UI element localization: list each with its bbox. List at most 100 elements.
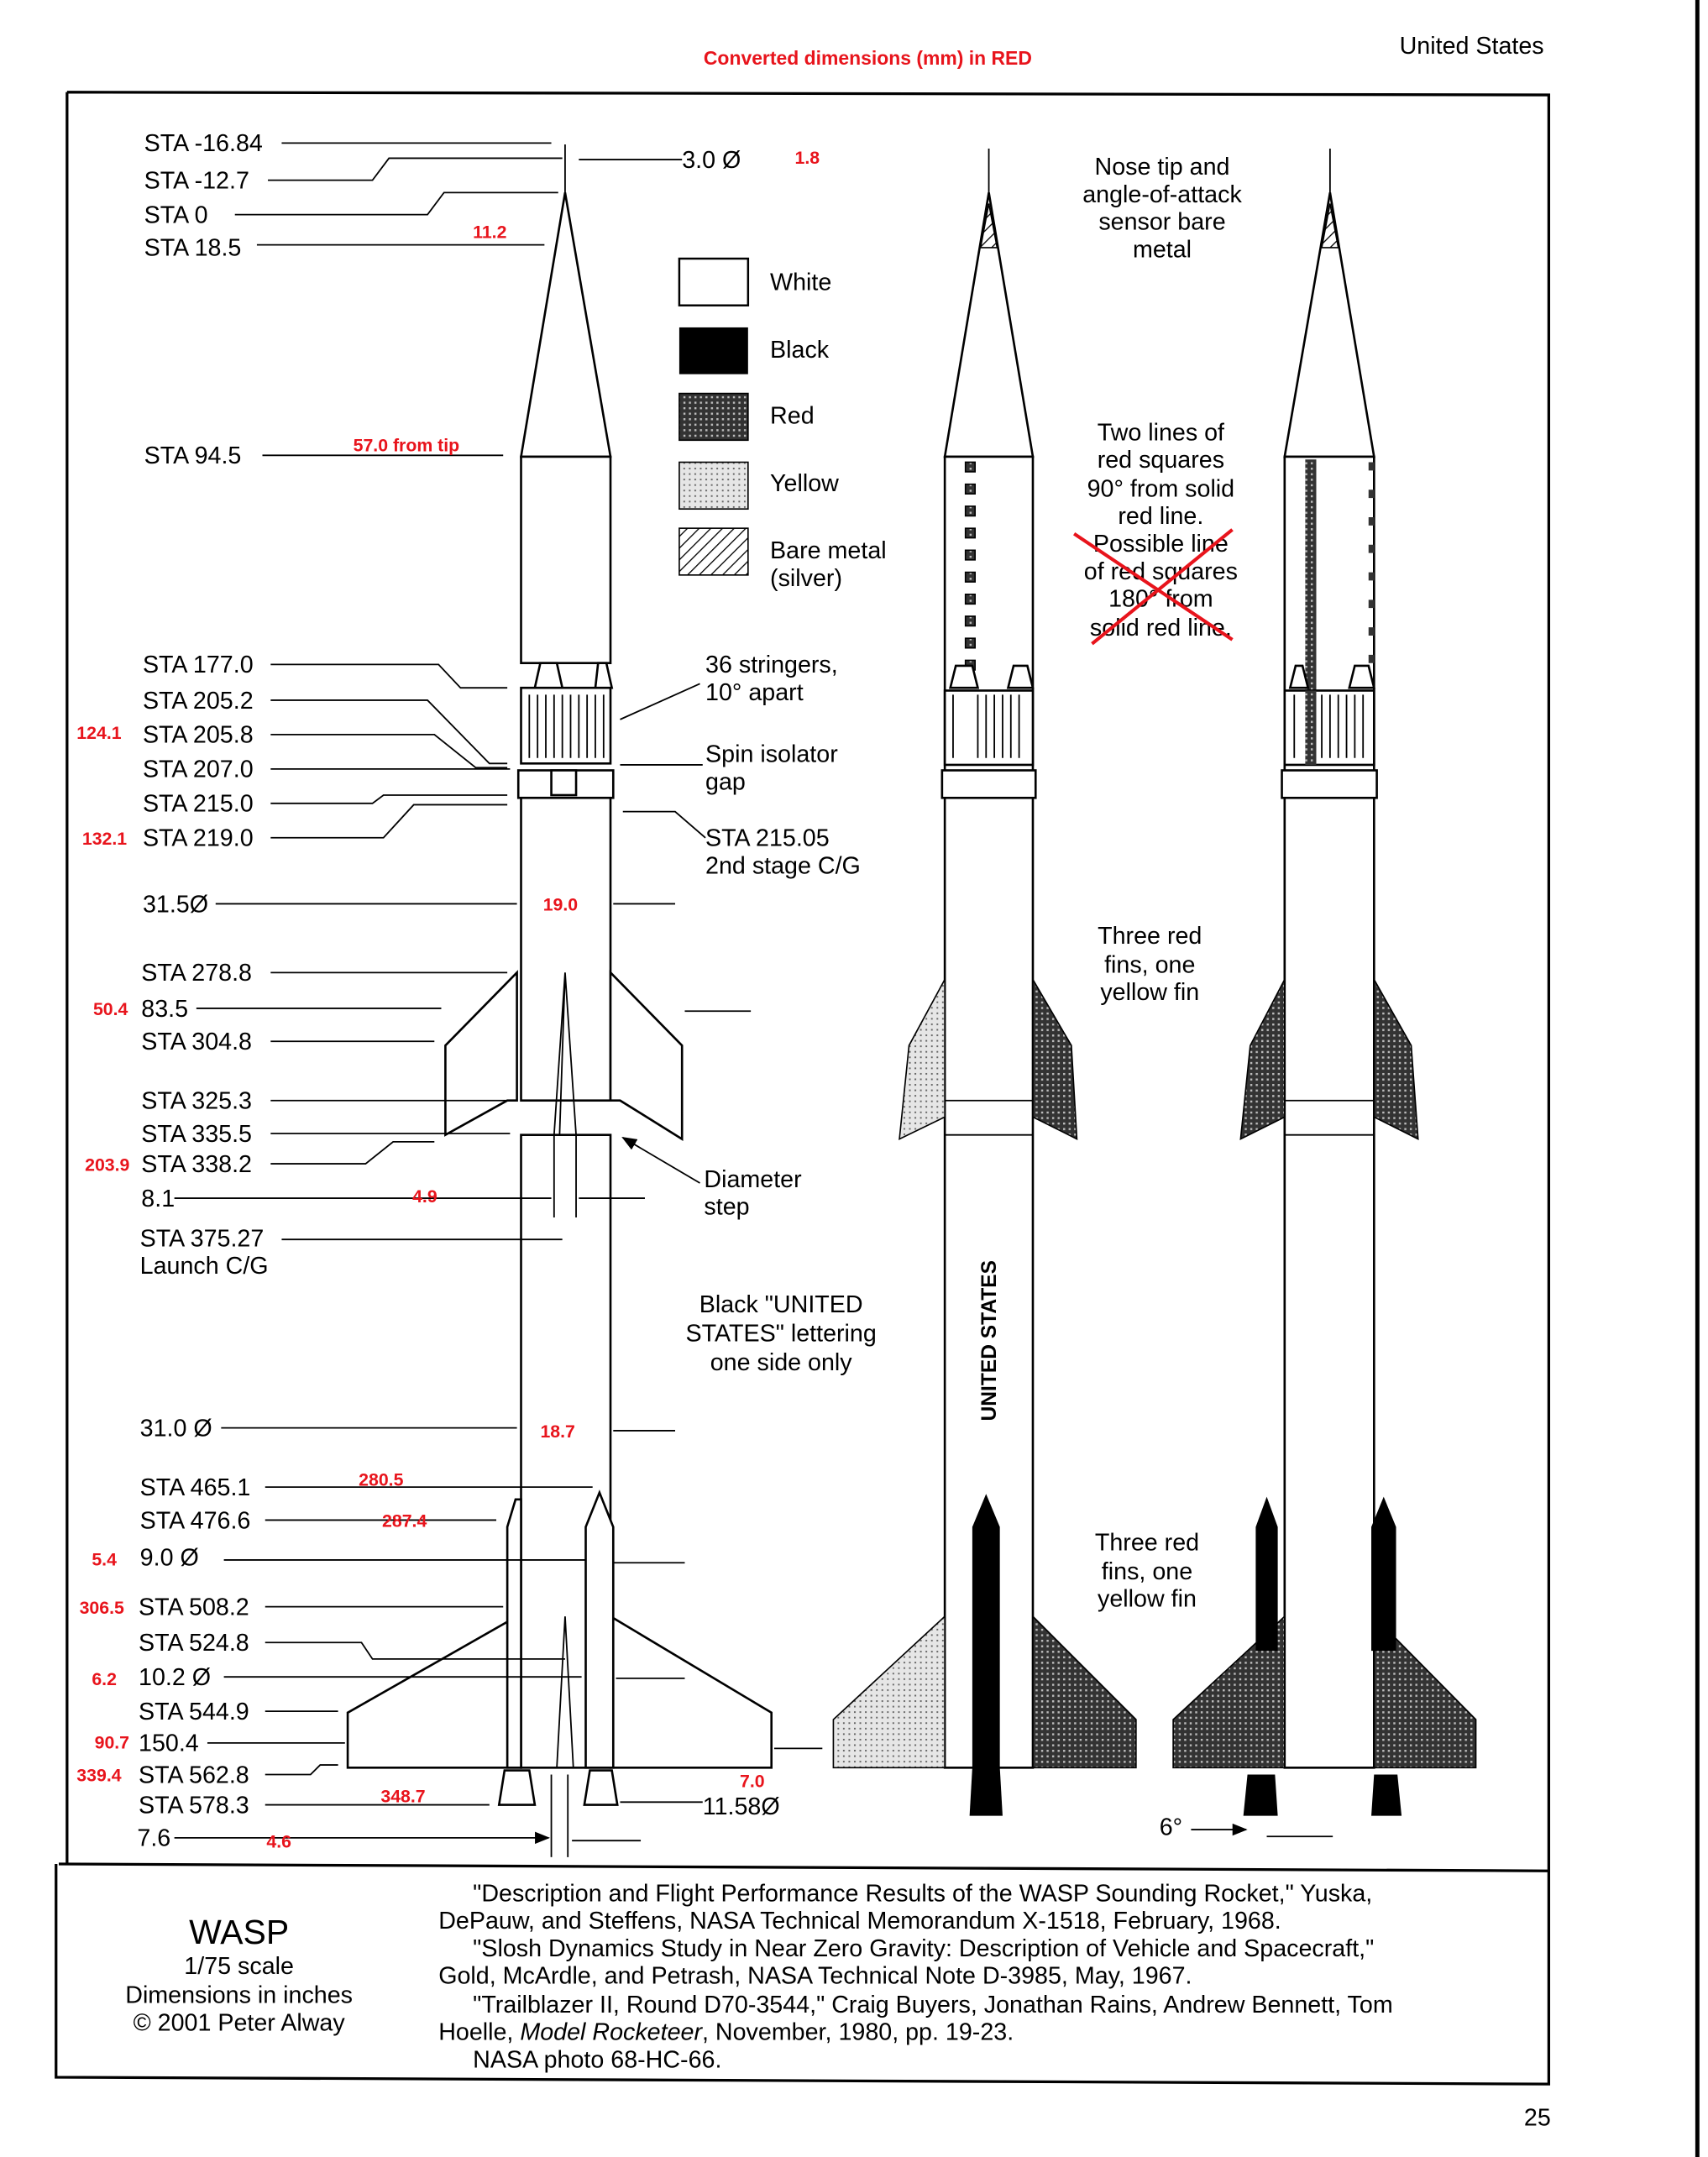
footer-block: WASP 1/75 scale Dimensions in inches © 2… xyxy=(125,1880,1551,2131)
dimensioned-rocket xyxy=(346,144,773,1857)
red-squares-note: red line. xyxy=(1118,503,1203,530)
legend-label: Black xyxy=(770,337,830,364)
diameter-label: 31.0 Ø xyxy=(140,1415,212,1442)
mm-label: 124.1 xyxy=(76,723,121,743)
country-heading: United States xyxy=(1400,33,1544,60)
station-label: STA 524.8 xyxy=(139,1630,249,1657)
mm-label: 50.4 xyxy=(93,999,128,1019)
legend-label: Red xyxy=(770,403,815,430)
spin-isolator-note: gap xyxy=(705,768,746,795)
stringers-note: 36 stringers, xyxy=(705,652,838,678)
reference-line: DePauw, and Steffens, NASA Technical Mem… xyxy=(438,1908,1281,1934)
legend-swatch-white xyxy=(678,257,750,306)
station-label: STA 18.5 xyxy=(144,235,242,262)
spin-isolator-note: Spin isolator xyxy=(705,741,838,768)
station-label: STA 205.8 xyxy=(143,722,254,749)
reference-line: NASA photo 68-HC-66. xyxy=(473,2047,721,2074)
second-stage-cg-note: 2nd stage C/G xyxy=(705,852,861,879)
rocket-title: WASP xyxy=(189,1913,289,1951)
diameter-label: 9.0 Ø xyxy=(140,1544,199,1571)
legend-label: Bare metal xyxy=(770,537,887,564)
mm-label: 5.4 xyxy=(92,1549,117,1569)
station-label: STA 508.2 xyxy=(139,1594,249,1620)
lower-fins-note: yellow fin xyxy=(1098,1586,1197,1613)
station-label: STA 562.8 xyxy=(139,1762,249,1788)
legend-swatch-yellow xyxy=(678,461,749,510)
legend-swatch-bare-metal xyxy=(678,527,749,576)
station-label: Launch C/G xyxy=(140,1253,269,1280)
mm-label: 1.8 xyxy=(795,148,820,168)
station-labels: STA -16.84 STA -12.7 STA 0 STA 18.5 STA … xyxy=(137,130,269,1852)
legend-label: White xyxy=(770,270,831,296)
mm-label: 90.7 xyxy=(95,1732,129,1752)
mm-label: 203.9 xyxy=(85,1154,129,1175)
mm-label: 132.1 xyxy=(82,829,127,849)
station-label: STA 335.5 xyxy=(141,1121,252,1148)
station-label: STA 544.9 xyxy=(139,1699,249,1725)
mm-label: 6.2 xyxy=(92,1669,117,1689)
mm-label: 18.7 xyxy=(540,1421,574,1442)
stringers xyxy=(528,694,605,758)
legend-label: Yellow xyxy=(770,470,839,497)
station-label: STA 219.0 xyxy=(143,825,254,852)
reference-line: Gold, McArdle, and Petrash, NASA Technic… xyxy=(438,1963,1192,1990)
station-label: STA 215.0 xyxy=(143,791,254,818)
mm-label: 280.5 xyxy=(359,1469,403,1489)
color-view-rocket-side xyxy=(1172,148,1477,1816)
legend-label: (silver) xyxy=(770,565,842,592)
legend-swatch-black xyxy=(678,327,748,374)
converted-dimensions-note: Converted dimensions (mm) in RED xyxy=(704,47,1032,69)
station-label: STA 207.0 xyxy=(143,757,254,783)
page-number: 25 xyxy=(1524,2104,1551,2131)
units-note: Dimensions in inches xyxy=(125,1982,353,2009)
diameter-label: 7.6 xyxy=(137,1825,170,1852)
red-squares-note: red squares xyxy=(1098,447,1224,474)
scale-note: 1/75 scale xyxy=(184,1953,294,1980)
station-label: STA 578.3 xyxy=(139,1792,249,1819)
lower-fins-note: fins, one xyxy=(1102,1558,1192,1585)
mm-label: 19.0 xyxy=(543,895,578,915)
color-view-rocket-front: UNITED STATES xyxy=(832,148,1137,1816)
station-label: STA 465.1 xyxy=(140,1474,251,1501)
mm-label: 4.6 xyxy=(266,1831,291,1851)
nose-tip-note: angle-of-attack xyxy=(1082,181,1242,208)
span-label: 150.4 xyxy=(139,1730,199,1757)
station-label: STA -12.7 xyxy=(144,167,249,194)
lettering-note: STATES" lettering xyxy=(686,1320,877,1347)
page-frame xyxy=(55,91,1551,2086)
mm-label: 11.2 xyxy=(473,222,506,242)
mm-label: 287.4 xyxy=(382,1511,427,1531)
station-label: STA 278.8 xyxy=(141,960,252,987)
nose-tip-note: sensor bare xyxy=(1098,209,1225,236)
station-label: STA 94.5 xyxy=(144,442,242,469)
strike-through-x xyxy=(1073,528,1234,646)
diameter-label: 31.5Ø xyxy=(143,891,208,918)
possible-line-note-crossed: of red squares xyxy=(1084,558,1238,585)
nose-tip-note: Nose tip and xyxy=(1095,154,1230,181)
station-label: STA -16.84 xyxy=(144,130,263,157)
dimension-leaders xyxy=(174,142,1333,1840)
lettering-note: one side only xyxy=(710,1349,853,1376)
diameter-step-note: step xyxy=(704,1194,749,1221)
upper-fins-note: Three red xyxy=(1098,923,1202,950)
lettering-note: Black "UNITED xyxy=(699,1291,863,1318)
legend-swatch-red xyxy=(678,392,749,442)
possible-line-note-crossed: Possible line xyxy=(1093,531,1229,558)
annotations: 36 stringers, 10° apart Spin isolator ga… xyxy=(686,154,1243,1613)
mm-label: 57.0 from tip xyxy=(354,435,460,455)
mm-label: 339.4 xyxy=(76,1766,121,1786)
station-label: STA 205.2 xyxy=(143,688,254,715)
upper-fins-note: fins, one xyxy=(1104,951,1195,978)
station-label: STA 177.0 xyxy=(143,652,254,678)
reference-line: "Description and Flight Performance Resu… xyxy=(473,1880,1372,1907)
lower-fins-note: Three red xyxy=(1095,1529,1199,1556)
mm-label: 7.0 xyxy=(740,1771,765,1791)
body-lettering-united-states: UNITED STATES xyxy=(978,1260,1001,1421)
reference-line: Hoelle, Model Rocketeer, November, 1980,… xyxy=(438,2019,1014,2046)
station-label: STA 338.2 xyxy=(141,1151,252,1178)
color-legend: White Black Red Yellow Bare metal (silve… xyxy=(678,257,887,592)
station-label: STA 375.27 xyxy=(140,1225,265,1252)
nozzle-diameter-label: 11.58Ø xyxy=(703,1793,780,1820)
stringers-note: 10° apart xyxy=(705,679,804,706)
